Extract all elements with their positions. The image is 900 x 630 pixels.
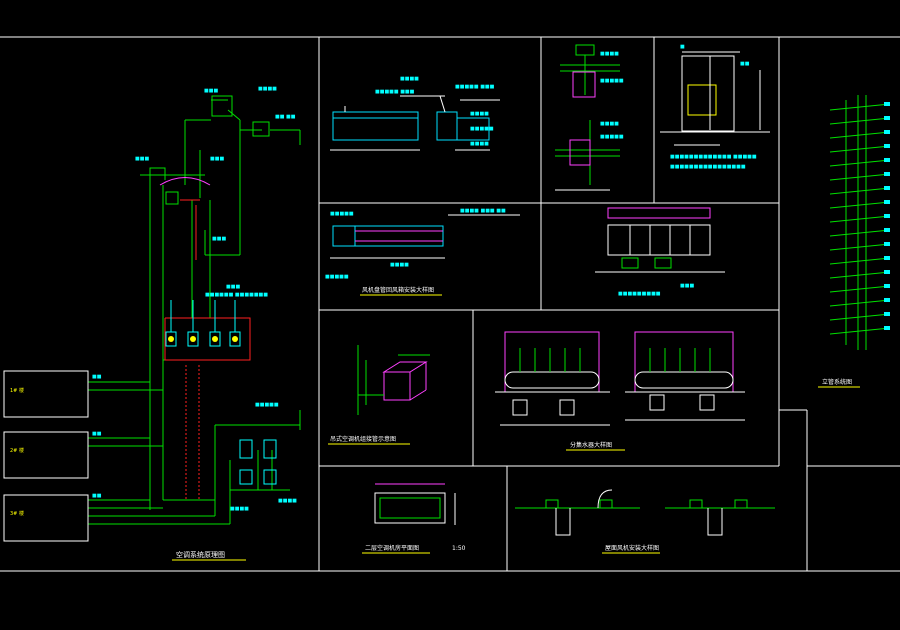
room-plan-scale: 1:50 [452, 545, 466, 552]
svg-text:■■■■: ■■■■ [470, 141, 489, 147]
riser-rungs [829, 102, 891, 335]
svg-text:■■: ■■ [92, 493, 102, 499]
svg-text:■: ■ [680, 44, 685, 50]
svg-text:■■■■■: ■■■■■ [470, 126, 494, 132]
svg-text:■■■■■ ■■■: ■■■■■ ■■■ [455, 84, 495, 90]
cabinet-3: 3# 楼 [3, 494, 89, 542]
pump-group [165, 300, 241, 347]
svg-text:■■: ■■ [92, 431, 102, 437]
cabinet-2: 2# 楼 [3, 431, 89, 479]
sheet-frame [0, 36, 900, 572]
cabinet-3-label: 3# 楼 [10, 510, 24, 517]
svg-text:■■■■: ■■■■ [600, 51, 619, 57]
title-roof-fan: 屋面风机安装大样图 [605, 544, 659, 552]
cabinet-1-label: 1# 楼 [10, 387, 24, 394]
panel-penetration: ■■■■ ■■■■■ ■■■■ ■■■■■ [555, 44, 624, 191]
svg-text:■■: ■■ [740, 61, 750, 67]
cabinet-2-label: 2# 楼 [10, 447, 24, 454]
svg-text:■■■: ■■■ [212, 236, 226, 242]
svg-text:■■■■■■■■■■■■■ ■■■■■: ■■■■■■■■■■■■■ ■■■■■ [670, 154, 757, 160]
svg-text:■■■■: ■■■■ [470, 111, 489, 117]
svg-text:■■■■: ■■■■ [230, 506, 249, 512]
svg-text:■■■■■ ■■■: ■■■■■ ■■■ [375, 89, 415, 95]
svg-text:■■■■: ■■■■ [400, 76, 419, 82]
panel-fcu-box: ■■■■■ ■■■■ ■■■ ■■ ■■■■ ■■■■■ 风机盘管回风箱安装大样… [325, 208, 520, 296]
svg-text:■■■■■: ■■■■■ [330, 211, 354, 217]
svg-text:■■■: ■■■ [210, 156, 224, 162]
panel-system-diagram: ■■■ ■■■■ ■■ ■■ ■■■ ■■■ ■■■ ■■■■■■ ■■■■■■… [3, 86, 301, 561]
cabinet-1: 1# 楼 [3, 370, 89, 418]
panel-manifold: 分集水器大样图 [495, 331, 745, 451]
svg-text:■■■■: ■■■■ [600, 121, 619, 127]
svg-text:■■■■■: ■■■■■ [255, 402, 279, 408]
title-system-diagram: 空调系统原理图 [176, 550, 225, 559]
panel-room-elevation: ■ ■■ ■■■■■■■■■■■■■ ■■■■■ ■■■■■■■■■■■■■■■… [660, 44, 770, 170]
svg-text:■■■■: ■■■■ [258, 86, 277, 92]
svg-text:■■■■■: ■■■■■ [325, 274, 349, 280]
panel-duct-detail: ■■■■ ■■■■■ ■■■ ■■■■■ ■■■ ■■■■ ■■■■■ ■■■■ [330, 76, 500, 151]
panel-ceiling-unit: 吊式空调机组接管示意图 [328, 345, 430, 445]
title-riser: 立管系统图 [822, 378, 852, 386]
svg-text:■■■■: ■■■■ [278, 498, 297, 504]
panel-room-plan: 二层空调机房平面图 1:50 [362, 483, 466, 554]
svg-text:■■■: ■■■ [135, 156, 149, 162]
svg-text:■■■■: ■■■■ [390, 262, 409, 268]
svg-text:■■■■■: ■■■■■ [600, 134, 624, 140]
svg-text:■■■: ■■■ [204, 88, 218, 94]
panel-ahu-section: ■■■■■■■■■ ■■■ [595, 207, 725, 297]
panel-roof-fan: 屋面风机安装大样图 [515, 489, 775, 554]
svg-text:■■: ■■ [92, 374, 102, 380]
svg-text:■■■■■■ ■■■■■■■: ■■■■■■ ■■■■■■■ [205, 292, 268, 298]
svg-text:■■■■■: ■■■■■ [600, 78, 624, 84]
title-room-plan: 二层空调机房平面图 [365, 544, 419, 552]
svg-text:■■■■ ■■■ ■■: ■■■■ ■■■ ■■ [460, 208, 506, 214]
svg-text:■■■: ■■■ [226, 284, 240, 290]
svg-text:■■ ■■: ■■ ■■ [275, 114, 296, 120]
svg-text:■■■■■■■■■: ■■■■■■■■■ [618, 291, 661, 297]
title-ceiling-unit: 吊式空调机组接管示意图 [330, 435, 396, 443]
svg-text:■■■: ■■■ [680, 283, 694, 289]
panel-riser: 立管系统图 [818, 95, 891, 388]
title-manifold: 分集水器大样图 [570, 441, 612, 449]
svg-text:■■■■■■■■■■■■■■■■: ■■■■■■■■■■■■■■■■ [670, 164, 746, 170]
title-fcu-box: 风机盘管回风箱安装大样图 [362, 286, 434, 294]
